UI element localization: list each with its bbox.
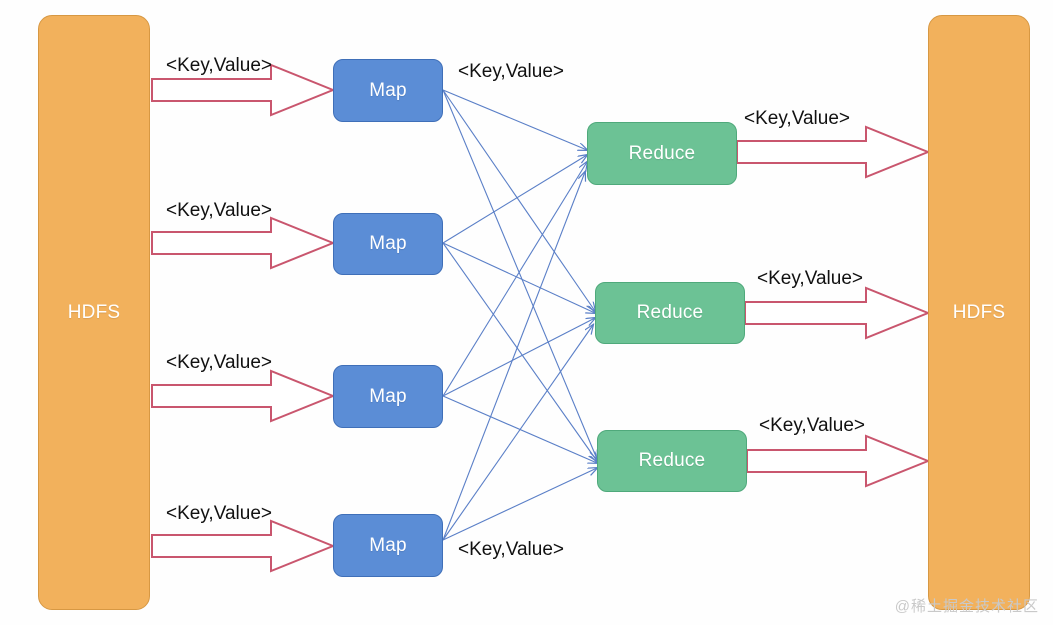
- hdfs-to-map-3-arrow: [151, 369, 336, 423]
- reduce-node-3-label: Reduce: [638, 450, 706, 471]
- map-node-3-label: Map: [369, 385, 407, 407]
- block-arrows: [151, 63, 931, 573]
- watermark: @稀土掘金技术社区: [894, 598, 1039, 615]
- shuffle-kv-label-bottom: <Key,Value>: [458, 539, 564, 560]
- input-kv-label-4: <Key,Value>: [166, 503, 272, 524]
- hdfs-to-map-2-arrow: [151, 216, 336, 270]
- map-node-3[interactable]: Map: [333, 365, 443, 428]
- input-kv-label-3: <Key,Value>: [166, 352, 272, 373]
- reduce-to-hdfs-3-arrow: [746, 434, 931, 488]
- shuffle-edge-map-1-to-reduce-1: [442, 89, 587, 150]
- output-kv-label-3: <Key,Value>: [759, 415, 865, 436]
- hdfs-right-label: HDFS: [952, 301, 1006, 323]
- reduce-to-hdfs-2-arrow: [744, 286, 931, 340]
- shuffle-edge-map-4-to-reduce-3: [442, 468, 597, 541]
- map-node-1[interactable]: Map: [333, 59, 443, 122]
- hdfs-to-map-4-arrow: [151, 519, 336, 573]
- shuffle-edge-map-4-to-reduce-2: [442, 325, 593, 541]
- reduce-node-3[interactable]: Reduce: [597, 430, 747, 492]
- shuffle-edge-map-1-to-reduce-3: [442, 89, 597, 459]
- reduce-node-2-label: Reduce: [636, 302, 704, 323]
- shuffle-edge-map-4-to-reduce-1: [442, 172, 585, 541]
- input-kv-label-2: <Key,Value>: [166, 200, 272, 221]
- output-kv-label-1: <Key,Value>: [744, 108, 850, 129]
- output-kv-label-2: <Key,Value>: [757, 268, 863, 289]
- shuffle-kv-label-top: <Key,Value>: [458, 61, 564, 82]
- hdfs-left-label: HDFS: [67, 301, 121, 323]
- reduce-node-2[interactable]: Reduce: [595, 282, 745, 344]
- hdfs-right-node[interactable]: HDFS: [928, 15, 1030, 610]
- reduce-node-1[interactable]: Reduce: [587, 122, 737, 185]
- shuffle-edge-map-2-to-reduce-3: [442, 242, 597, 461]
- map-node-4[interactable]: Map: [333, 514, 443, 577]
- hdfs-left-node[interactable]: HDFS: [38, 15, 150, 610]
- input-kv-label-1: <Key,Value>: [166, 55, 272, 76]
- map-node-2[interactable]: Map: [333, 213, 443, 275]
- shuffle-edge-map-2-to-reduce-1: [442, 155, 587, 244]
- shuffle-edges: [442, 89, 597, 541]
- map-node-4-label: Map: [369, 534, 407, 556]
- shuffle-edge-map-3-to-reduce-1: [442, 162, 587, 397]
- map-node-2-label: Map: [369, 233, 407, 254]
- shuffle-edge-map-1-to-reduce-2: [442, 89, 595, 311]
- shuffle-edge-map-3-to-reduce-2: [442, 318, 595, 397]
- reduce-to-hdfs-1-arrow: [736, 125, 931, 179]
- reduce-node-1-label: Reduce: [628, 142, 696, 164]
- shuffle-edge-map-2-to-reduce-2: [442, 242, 595, 313]
- hdfs-to-map-1-arrow: [151, 63, 336, 117]
- map-node-1-label: Map: [369, 79, 407, 101]
